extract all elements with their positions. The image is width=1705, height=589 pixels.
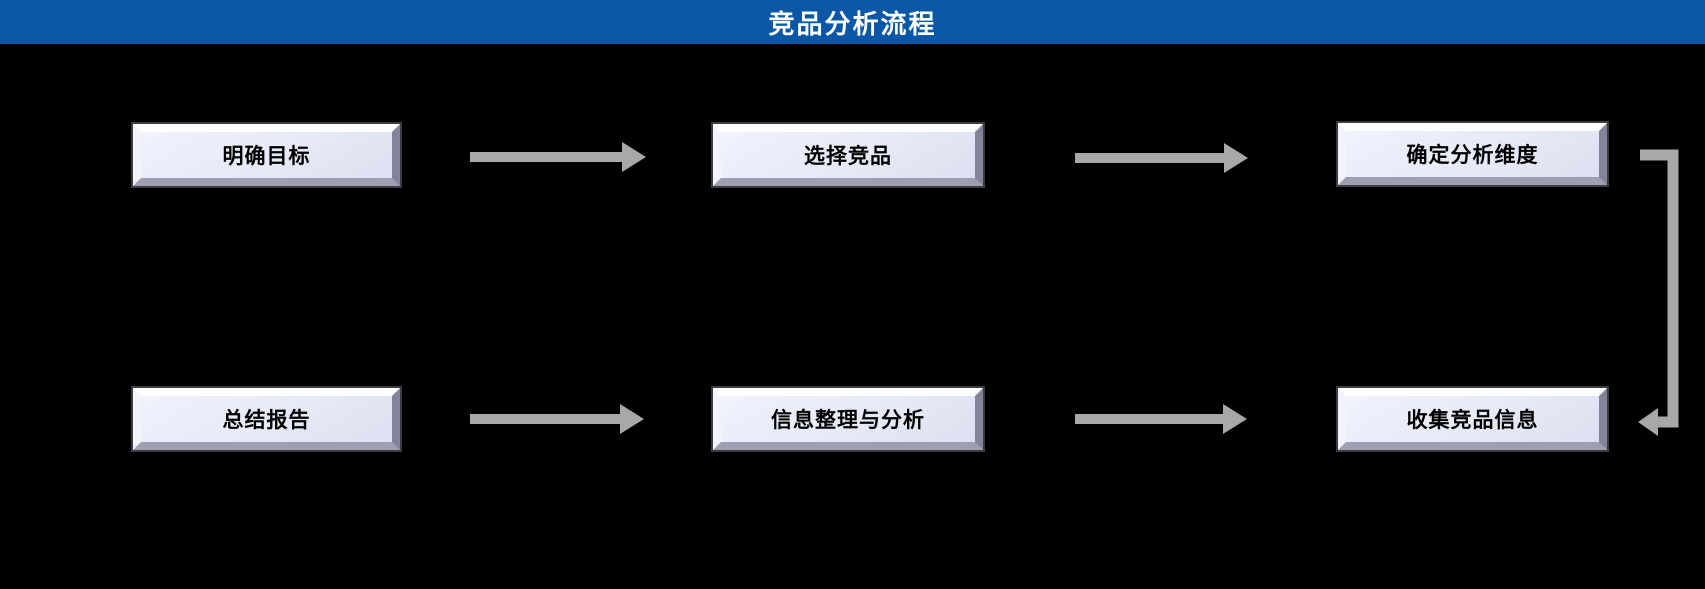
arrow-shaft [1075, 153, 1225, 163]
page-title: 竞品分析流程 [768, 8, 937, 39]
node-summary-report-label: 总结报告 [222, 409, 311, 432]
arrow-top-right-icon [1075, 143, 1248, 173]
node-collect-info-label: 收集竞品信息 [1406, 409, 1539, 432]
arrow-shaft [1075, 414, 1224, 424]
arrow-bottom-left-icon [470, 404, 644, 434]
node-summary-report: 总结报告 [133, 388, 400, 450]
node-define-dimensions-label: 确定分析维度 [1406, 144, 1539, 167]
arrow-head-icon [1224, 143, 1248, 173]
node-clarify-goal: 明确目标 [133, 124, 400, 186]
arrow-shaft [470, 414, 621, 424]
node-organize-analyze: 信息整理与分析 [713, 388, 983, 450]
arrow-top-left-icon [470, 142, 646, 172]
arrow-bottom-right-icon [1075, 404, 1247, 434]
arrow-head-icon [622, 142, 646, 172]
node-collect-info: 收集竞品信息 [1338, 388, 1607, 450]
title-bar: 竞品分析流程 [0, 0, 1705, 44]
elbow-connector-icon [1638, 149, 1679, 436]
node-select-competitors-label: 选择竞品 [804, 145, 892, 168]
node-select-competitors: 选择竞品 [713, 124, 983, 186]
arrow-head-icon [620, 404, 644, 434]
node-clarify-goal-label: 明确目标 [222, 145, 311, 168]
arrow-shaft [470, 152, 623, 162]
arrow-head-icon [1223, 404, 1247, 434]
node-define-dimensions: 确定分析维度 [1338, 123, 1607, 185]
node-organize-analyze-label: 信息整理与分析 [771, 409, 925, 432]
